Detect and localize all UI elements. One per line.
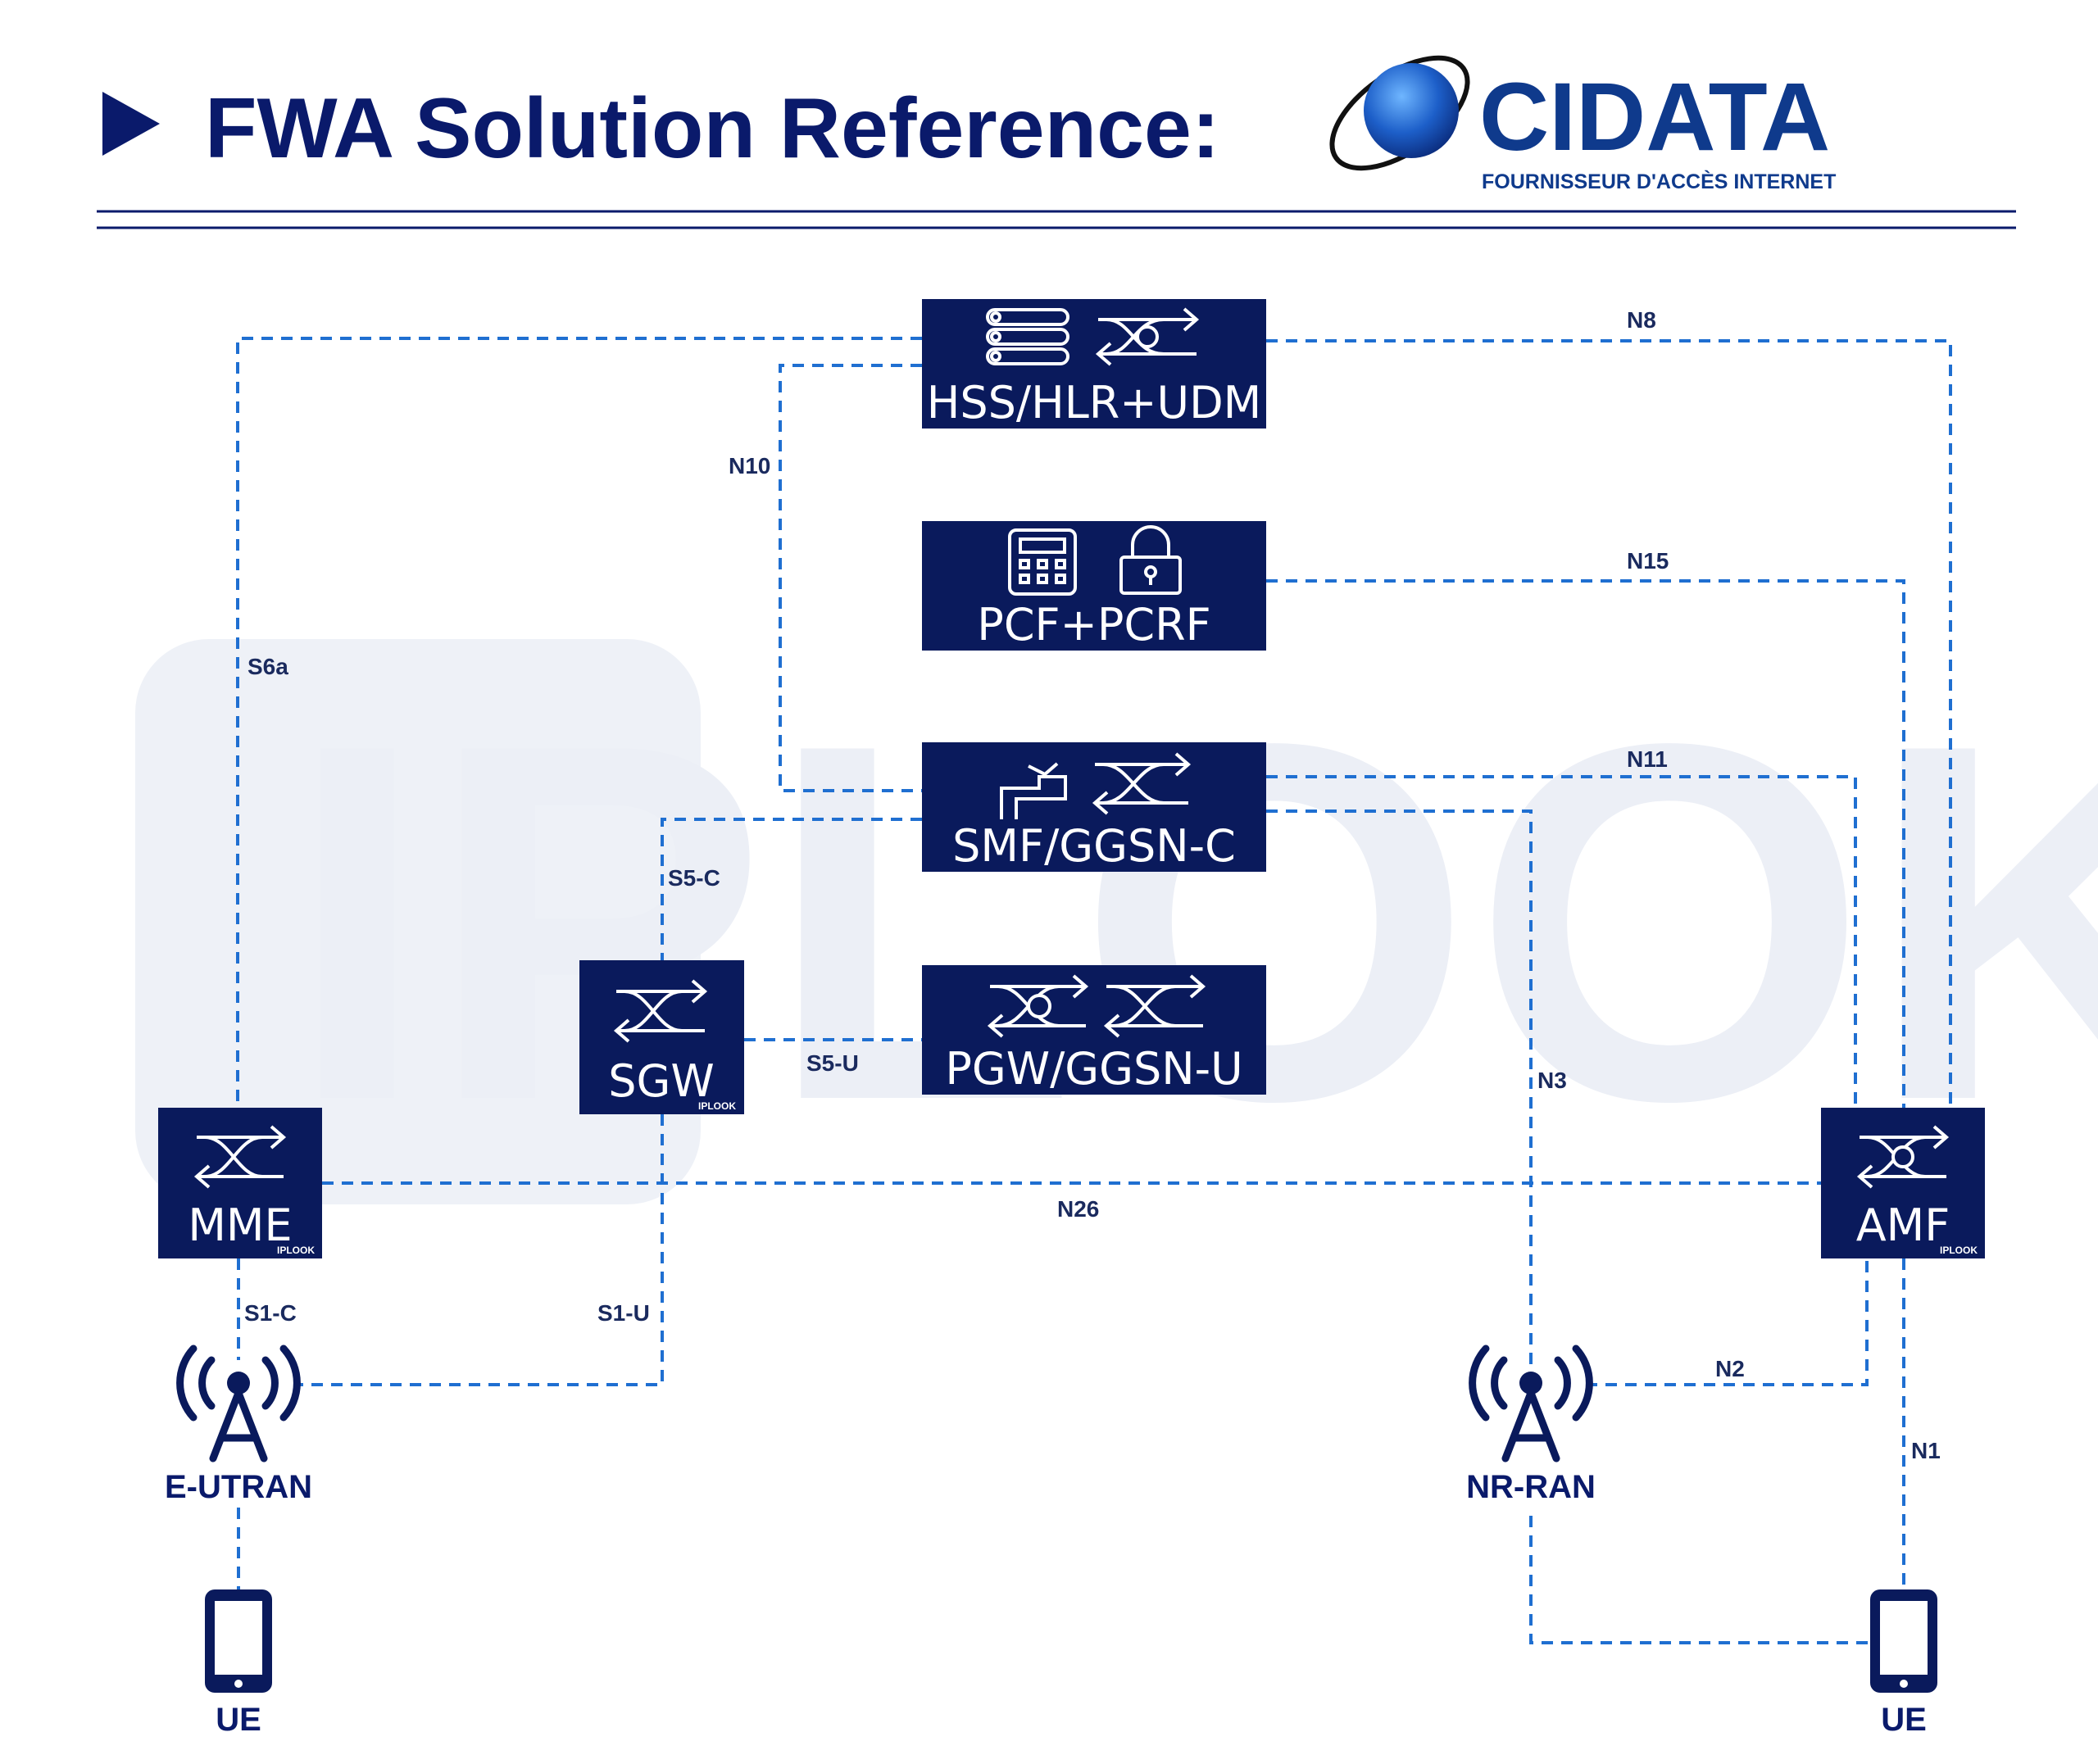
router-icon xyxy=(1092,752,1192,815)
antenna-tower-icon xyxy=(1469,1345,1593,1462)
label-n8: N8 xyxy=(1627,307,1656,333)
node-hss[interactable]: HSS/HLR+UDM xyxy=(922,299,1266,429)
node-mme[interactable]: MME IPLOOK xyxy=(158,1108,322,1258)
node-sgw[interactable]: SGW IPLOOK xyxy=(579,960,744,1114)
link-n15 xyxy=(1266,579,1905,1108)
ue-left-label: UE xyxy=(216,1702,261,1738)
node-hss-label: HSS/HLR+UDM xyxy=(927,377,1262,429)
smartphone-icon xyxy=(205,1589,272,1693)
node-smf-label: SMF/GGSN-C xyxy=(952,820,1236,872)
globe-icon xyxy=(1364,63,1459,158)
node-pcf-label: PCF+PCRF xyxy=(977,599,1210,651)
label-n3: N3 xyxy=(1537,1068,1567,1093)
link-s5c xyxy=(661,818,922,960)
node-pgw[interactable]: PGW/GGSN-U xyxy=(922,965,1266,1095)
interface-labels: N8 N10 N15 S6a N11 S5-C S5-U N3 N26 S1-C… xyxy=(244,307,1941,1463)
iplook-badge: IPLOOK xyxy=(1940,1245,1978,1256)
calculator-icon xyxy=(1008,528,1077,596)
database-icon xyxy=(986,308,1069,365)
router-icon xyxy=(1095,307,1200,366)
label-s6a: S6a xyxy=(247,654,288,679)
brand-tagline: FOURNISSEUR D'ACCÈS INTERNET xyxy=(1482,170,1836,193)
ue-left[interactable]: UE xyxy=(205,1589,272,1738)
header: FWA Solution Reference: CIDATA FOURNISSE… xyxy=(97,55,2016,229)
site-eutran[interactable]: E-UTRAN xyxy=(165,1345,312,1505)
label-s1u: S1-U xyxy=(597,1300,650,1326)
router-icon xyxy=(193,1125,287,1189)
router-icon xyxy=(1103,974,1206,1038)
link-n11 xyxy=(1266,775,1857,1108)
link-n2 xyxy=(1586,1258,1869,1386)
link-n10 xyxy=(779,364,922,792)
lock-icon xyxy=(1119,525,1182,595)
node-amf-label: AMF xyxy=(1856,1199,1950,1251)
iplook-badge: IPLOOK xyxy=(698,1100,736,1112)
node-smf[interactable]: SMF/GGSN-C xyxy=(922,742,1266,872)
site-nrran[interactable]: NR-RAN xyxy=(1466,1345,1596,1505)
label-s1c: S1-C xyxy=(244,1300,297,1326)
router-icon xyxy=(1856,1125,1950,1189)
router-icon xyxy=(987,974,1089,1038)
link-nr-ue xyxy=(1529,1516,1869,1644)
iplook-badge: IPLOOK xyxy=(277,1245,315,1256)
site-eutran-label: E-UTRAN xyxy=(165,1469,312,1505)
node-pcf[interactable]: PCF+PCRF xyxy=(922,521,1266,651)
router-icon xyxy=(613,979,708,1043)
brand-name: CIDATA xyxy=(1479,63,1830,171)
label-n11: N11 xyxy=(1627,746,1668,772)
label-n15: N15 xyxy=(1627,548,1669,574)
label-n26: N26 xyxy=(1057,1196,1099,1222)
pipe-icon xyxy=(1000,762,1067,819)
label-s5u: S5-U xyxy=(806,1050,859,1076)
label-s5c: S5-C xyxy=(668,865,720,891)
brand-logo: CIDATA FOURNISSEUR D'ACCÈS INTERNET xyxy=(1329,55,1836,193)
antenna-tower-icon xyxy=(176,1345,301,1462)
watermark: IPLOOK xyxy=(135,639,2098,1206)
ue-right[interactable]: UE xyxy=(1870,1589,1937,1738)
link-n3 xyxy=(1266,809,1533,1385)
site-nrran-label: NR-RAN xyxy=(1466,1469,1596,1505)
page-title: FWA Solution Reference: xyxy=(205,81,1219,176)
label-n1: N1 xyxy=(1911,1438,1941,1463)
play-icon xyxy=(102,92,160,156)
smartphone-icon xyxy=(1870,1589,1937,1693)
label-n10: N10 xyxy=(729,453,770,478)
label-n2: N2 xyxy=(1715,1356,1745,1381)
ue-right-label: UE xyxy=(1881,1702,1927,1738)
node-sgw-label: SGW xyxy=(608,1055,715,1107)
links xyxy=(236,337,1952,1644)
node-pgw-label: PGW/GGSN-U xyxy=(945,1043,1242,1095)
node-mme-label: MME xyxy=(188,1199,292,1251)
node-amf[interactable]: AMF IPLOOK xyxy=(1821,1108,1985,1258)
link-s1u xyxy=(295,1114,664,1386)
